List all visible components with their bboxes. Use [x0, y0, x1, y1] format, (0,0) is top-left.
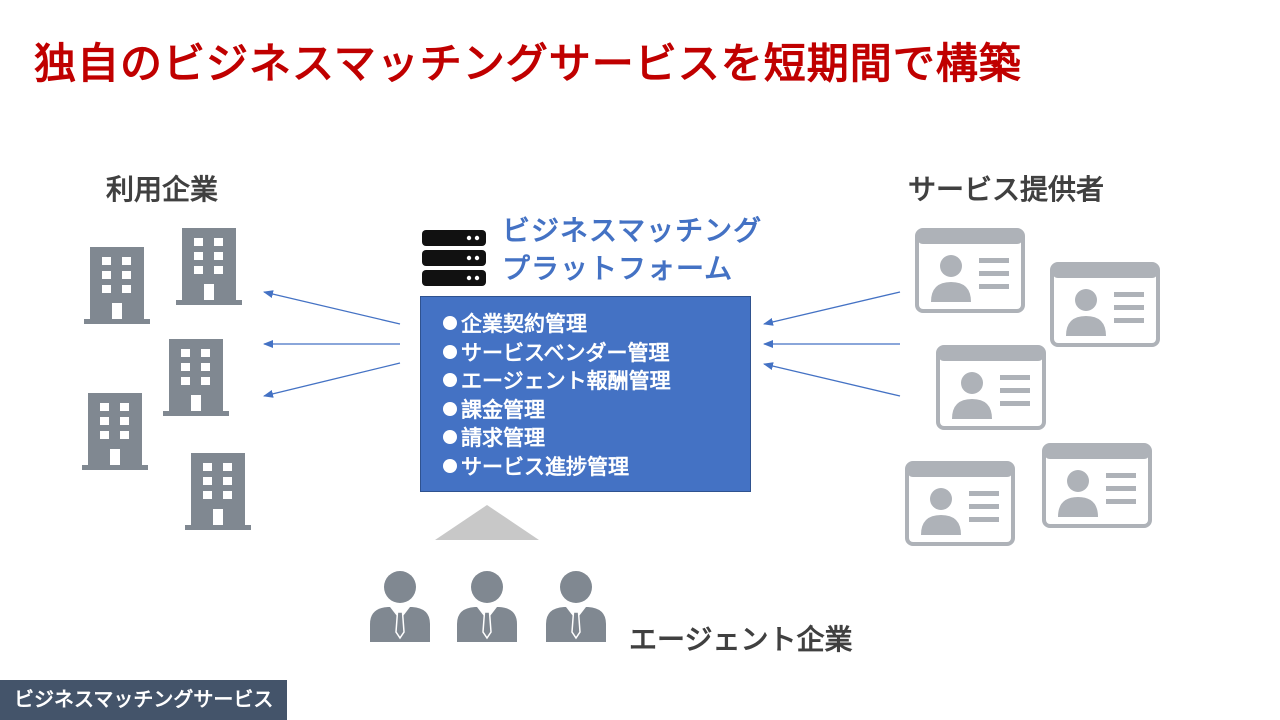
bullet-icon	[443, 344, 457, 359]
feature-item: サービス進捗管理	[443, 453, 750, 482]
id-card-icon	[1050, 262, 1160, 347]
bullet-icon	[443, 401, 457, 416]
arrow-icon	[763, 291, 901, 326]
arrow-icon	[763, 362, 901, 397]
feature-list: 企業契約管理 サービスベンダー管理 エージェント報酬管理 課金管理 請求管理 サ…	[420, 296, 751, 492]
feature-item: サービスベンダー管理	[443, 339, 750, 368]
platform-title-line1: ビジネスマッチング	[502, 214, 763, 247]
providers-label: サービス提供者	[908, 173, 1105, 206]
building-icon	[163, 339, 229, 416]
platform-title: ビジネスマッチング プラットフォーム	[502, 212, 762, 288]
agent-label: エージェント企業	[629, 623, 853, 656]
platform-title-line2: プラットフォーム	[502, 252, 734, 285]
arrow-icon	[263, 362, 401, 398]
businessman-icon	[546, 571, 606, 642]
businessman-icon	[370, 571, 430, 642]
feature-item: 課金管理	[443, 396, 750, 425]
feature-item: 企業契約管理	[443, 310, 750, 339]
building-icon	[84, 247, 150, 324]
bullet-icon	[443, 316, 457, 330]
users-label: 利用企業	[106, 173, 219, 206]
building-icon	[82, 393, 148, 470]
page-title: 独自のビジネスマッチングサービスを短期間で構築	[34, 39, 1022, 88]
bullet-icon	[443, 373, 457, 388]
up-triangle-icon	[435, 505, 539, 540]
arrow-icon	[263, 290, 401, 325]
server-icon	[422, 230, 486, 286]
businessman-icon	[457, 571, 517, 642]
bullet-icon	[443, 458, 457, 473]
feature-item: エージェント報酬管理	[443, 367, 750, 396]
building-icon	[185, 453, 251, 530]
id-card-icon	[915, 228, 1025, 313]
footer-label: ビジネスマッチングサービス	[0, 680, 288, 720]
bullet-icon	[443, 430, 457, 445]
id-card-icon	[1042, 443, 1152, 528]
feature-item: 請求管理	[443, 424, 750, 453]
id-card-icon	[936, 345, 1046, 430]
id-card-icon	[905, 461, 1015, 546]
building-icon	[176, 228, 242, 305]
